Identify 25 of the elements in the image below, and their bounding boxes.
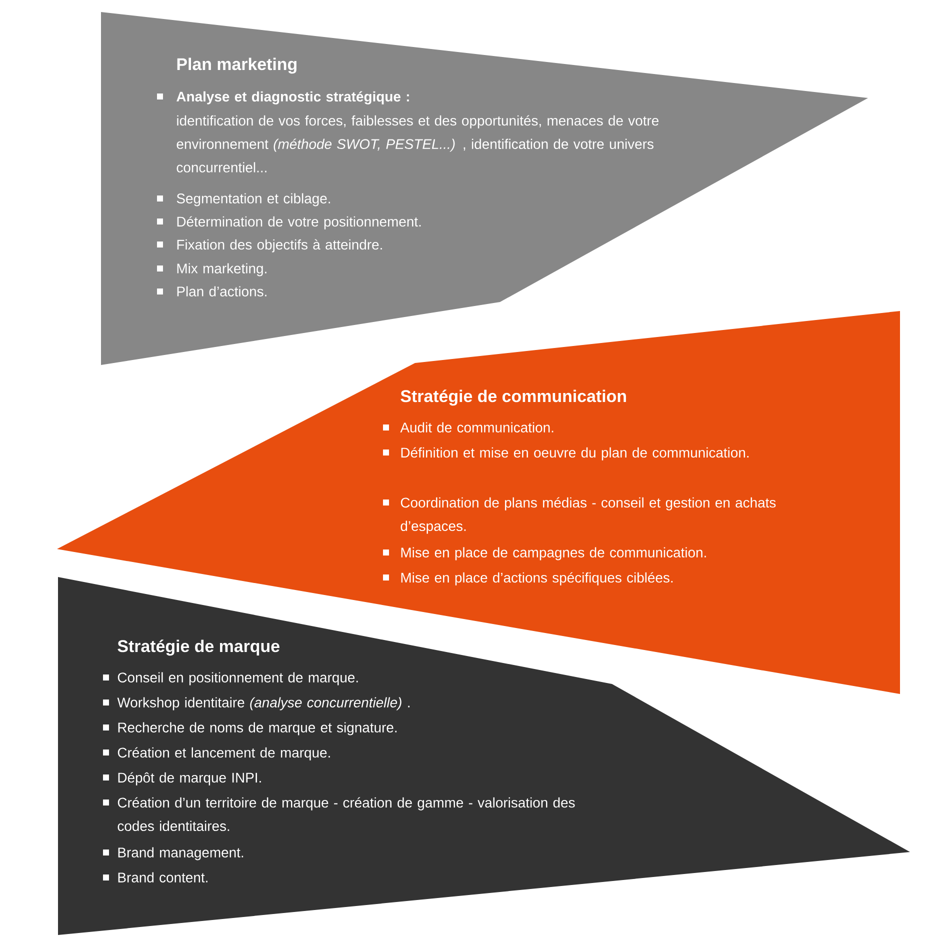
item-description: identification de vos forces, faiblesses et des opportunités, menaces de votre environnement (méthode SWOT, PESTEL...) , identification de votre univers concurrentiel...: [176, 115, 659, 172]
bullet-item: Workshop identitaire (analyse concurrentielle) .: [103, 697, 410, 710]
bullet-item: Recherche de noms de marque et signature.: [103, 722, 397, 736]
bullet-item: Création d’un territoire de marque - création de gamme - valorisation des codes identitaires.: [103, 797, 575, 832]
bullet-item: Analyse et diagnostic stratégique :: [157, 91, 409, 104]
bullet-item: Création et lancement de marque.: [103, 747, 330, 760]
bullet-item: Mix marketing.: [157, 263, 266, 276]
bullet-item: Fixation des objectifs à atteindre.: [157, 239, 382, 252]
bullet-item: Mise en place d’actions spécifiques ciblées.: [383, 572, 673, 586]
bullet-item: Brand content.: [103, 872, 208, 882]
panel-heading: Plan marketing: [177, 58, 296, 74]
bullet-item: Brand management.: [103, 847, 244, 860]
arrow-panel: [57, 311, 900, 694]
bullet-item: Définition et mise en oeuvre du plan de communication.: [383, 447, 749, 460]
bullet-item: Plan d’actions.: [157, 286, 266, 296]
panel-heading: Stratégie de communication: [400, 390, 626, 406]
bullet-item: Coordination de plans médias - conseil et gestion en achats d’espaces.: [383, 497, 776, 534]
bullet-item: Conseil en positionnement de marque.: [103, 672, 358, 686]
bullet-item: Dépôt de marque INPI.: [103, 772, 261, 786]
arrow-panel: [101, 12, 868, 365]
bullet-item: Mise en place de campagnes de communication.: [383, 547, 706, 560]
bullet-item: Segmentation et ciblage.: [157, 193, 330, 206]
bullet-item: Détermination de votre positionnement.: [157, 216, 421, 230]
bullet-item: Audit de communication.: [383, 422, 554, 432]
panel-heading: Stratégie de marque: [118, 640, 280, 656]
